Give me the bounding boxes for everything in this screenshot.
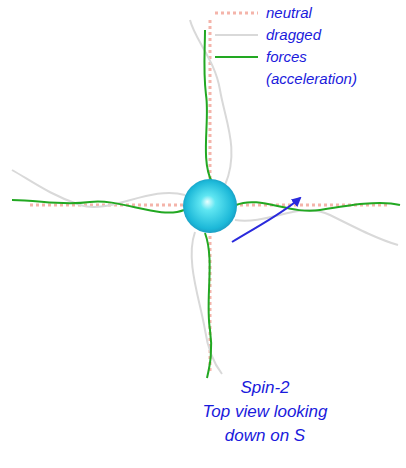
force-curve [12,200,184,213]
legend-sample [215,12,258,15]
dragged-curve [235,210,398,245]
force-curve [236,202,400,211]
title-text: Spin-2 [188,376,342,400]
legend-sample [215,56,258,58]
rotation-arrow [232,198,300,242]
caption-text: Top view looking down on S [188,400,342,448]
legend-text: forces (acceleration) [266,46,376,90]
legend-sample [215,34,258,36]
legend-text: neutral [266,2,376,24]
legend-text: dragged [266,24,376,46]
force-curve [205,233,211,378]
sphere [183,179,237,233]
force-curve [204,30,212,182]
caption-block: Spin-2Top view looking down on S [188,376,342,448]
dragged-curve [190,20,231,185]
dragged-curve [192,232,222,374]
